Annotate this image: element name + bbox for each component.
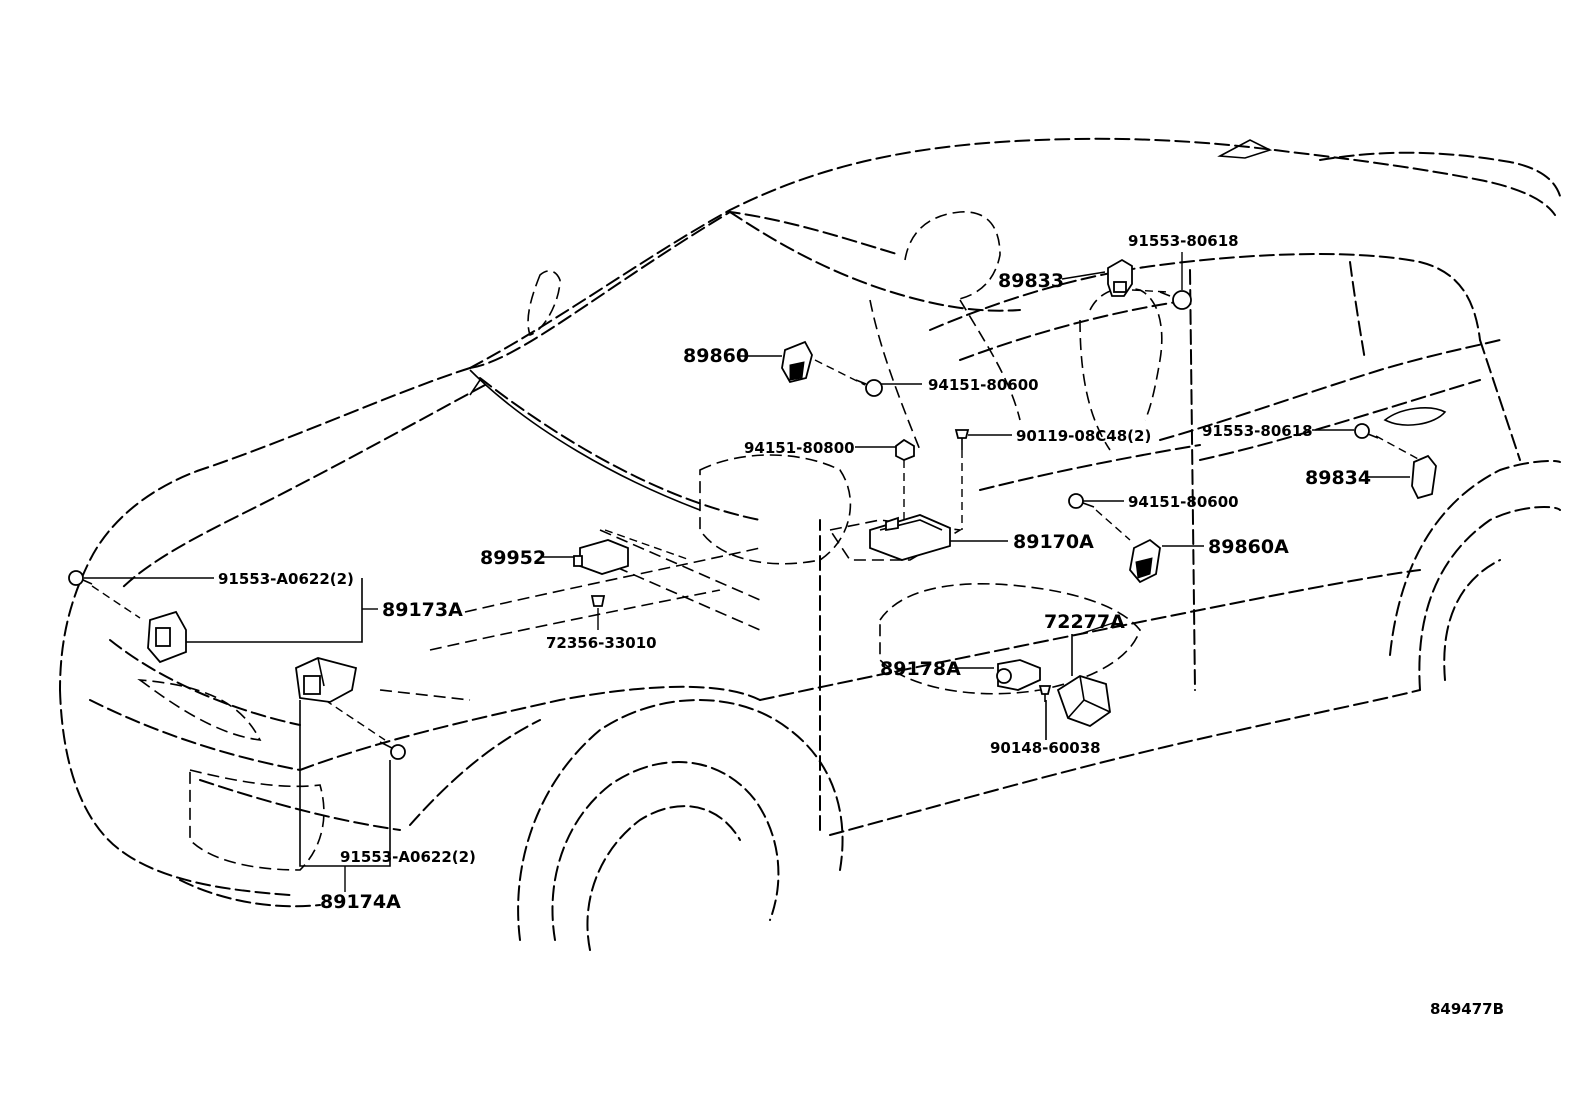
label-89860: 89860 — [683, 345, 749, 367]
label-91553-80618-top: 91553-80618 — [1128, 232, 1239, 250]
module-89952-icon — [573, 539, 629, 575]
nut-94151-80800-icon — [895, 438, 915, 461]
label-89178A: 89178A — [880, 658, 961, 680]
label-89860A: 89860A — [1208, 536, 1289, 558]
sensor-89860A-icon — [1129, 538, 1161, 584]
sensor-89834-icon — [1411, 454, 1437, 500]
bolt-91553-80618-right-icon — [1354, 423, 1379, 439]
label-91553-A0622-b: 91553-A0622(2) — [340, 848, 476, 866]
bracket-72277A-icon — [1056, 675, 1111, 728]
bolt-91553-A0622-b-icon — [379, 741, 406, 760]
sensor-89833-icon — [1107, 258, 1133, 297]
label-72356-33010: 72356-33010 — [546, 634, 657, 652]
car-outline — [59, 137, 1561, 951]
figure-reference: 849477B — [1430, 1000, 1504, 1018]
ecu-89170A-icon — [869, 514, 951, 561]
sensor-89178A-icon — [996, 659, 1041, 691]
label-91553-80618-right: 91553-80618 — [1202, 422, 1313, 440]
bolt-91553-A0622-icon — [68, 570, 93, 586]
label-94151-80800: 94151-80800 — [744, 439, 855, 457]
part-labels: 89833 91553-80618 89860 94151-80600 9415… — [218, 232, 1504, 1018]
screw-90148-icon — [1038, 685, 1052, 702]
label-90119-08C48: 90119-08C48(2) — [1016, 427, 1151, 445]
sensor-89174A-icon — [295, 657, 358, 703]
label-91553-A0622-a: 91553-A0622(2) — [218, 570, 354, 588]
label-89174A: 89174A — [320, 891, 401, 913]
label-94151-80600-b: 94151-80600 — [1128, 493, 1239, 511]
label-90148-60038: 90148-60038 — [990, 739, 1101, 757]
label-89170A: 89170A — [1013, 531, 1094, 553]
nut-94151-80600-icon — [855, 379, 883, 397]
nut-94151-80600-b-icon — [1068, 493, 1095, 509]
parts — [68, 258, 1437, 760]
label-89952: 89952 — [480, 547, 546, 569]
label-89173A: 89173A — [382, 599, 463, 621]
label-72277A: 72277A — [1044, 611, 1125, 633]
sensor-89173A-icon — [147, 610, 187, 664]
bolt-91553-80618-icon — [1159, 290, 1192, 310]
clip-72356-icon — [590, 595, 606, 607]
label-89833: 89833 — [998, 270, 1064, 292]
sensor-89860-icon — [781, 340, 813, 384]
leader-lines — [84, 252, 1421, 892]
screw-90119-icon — [954, 429, 970, 450]
label-89834: 89834 — [1305, 467, 1371, 489]
label-94151-80600-a: 94151-80600 — [928, 376, 1039, 394]
